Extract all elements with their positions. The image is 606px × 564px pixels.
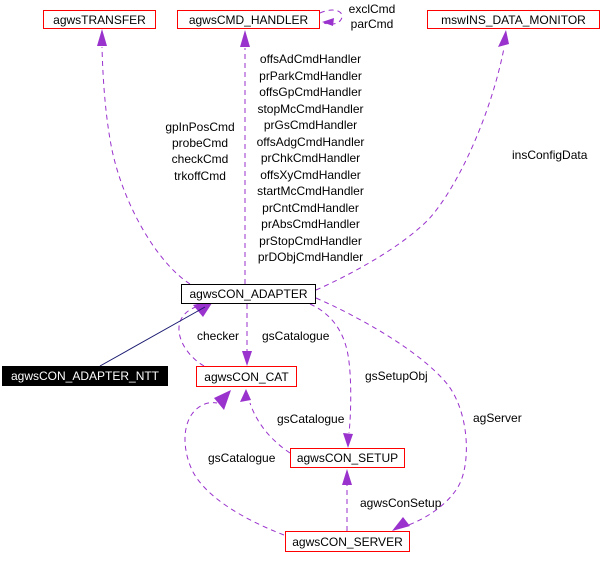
- edge-label-handler: prChkCmdHandler: [260, 151, 361, 165]
- edge-label-gsCatalogue-server: gsCatalogue: [208, 451, 276, 465]
- edge-adapter-to-data-monitor: [315, 47, 505, 291]
- node-agwsCON-ADAPTER-NTT: agwsCON_ADAPTER_NTT: [2, 366, 168, 386]
- edge-label-handler: startMcCmdHandler: [257, 184, 364, 198]
- edge-cat-to-adapter-checker: [178, 305, 205, 367]
- edge-label-insConfigData: insConfigData: [512, 148, 588, 162]
- edge-label-handler: prAbsCmdHandler: [261, 217, 360, 231]
- edge-label-agwsConSetup: agwsConSetup: [360, 496, 442, 510]
- edge-server-to-cat: [184, 402, 285, 536]
- edge-label-handler: prDObjCmdHandler: [257, 250, 364, 264]
- edge-labels-transfer-cmds: gpInPosCmd probeCmd checkCmd trkoffCmd: [158, 119, 242, 184]
- edge-labels-self-loop: exclCmd parCmd: [346, 2, 398, 31]
- node-agwsTRANSFER[interactable]: agwsTRANSFER: [43, 10, 156, 29]
- edge-label-handler: prParkCmdHandler: [259, 68, 362, 83]
- arrowhead-setup-from-adapter: [343, 433, 353, 448]
- node-agwsCON-ADAPTER[interactable]: agwsCON_ADAPTER: [181, 284, 316, 304]
- edge-label-gpInPosCmd: gpInPosCmd: [165, 120, 235, 134]
- edge-label-gsCatalogue-setup: gsCatalogue: [277, 412, 345, 426]
- arrowhead-server: [392, 517, 410, 531]
- edge-label-parCmd: parCmd: [350, 16, 394, 31]
- edge-label-agServer: agServer: [473, 411, 522, 425]
- arrowhead-adapter-checker: [193, 300, 214, 317]
- node-agwsCON-SETUP[interactable]: agwsCON_SETUP: [290, 448, 405, 468]
- arrowhead-cat-from-setup: [240, 389, 251, 402]
- edge-label-handler: stopMcCmdHandler: [257, 101, 364, 116]
- arrowhead-cat-from-adapter: [242, 351, 252, 366]
- edge-label-handler: offsAdgCmdHandler: [256, 134, 365, 149]
- edge-ntt-to-adapter-inheritance: [99, 306, 206, 367]
- node-agwsCON-SERVER[interactable]: agwsCON_SERVER: [285, 531, 410, 552]
- edge-label-checkCmd: checkCmd: [171, 152, 229, 167]
- edge-label-gsSetupObj: gsSetupObj: [365, 369, 428, 383]
- edge-adapter-to-setup: [309, 303, 352, 434]
- edge-label-checker: checker: [197, 329, 240, 343]
- edge-label-probeCmd: probeCmd: [171, 136, 229, 151]
- edge-label-gsCatalogue-adapter: gsCatalogue: [262, 329, 330, 343]
- edge-labels-cmd-handlers: offsAdCmdHandler prParkCmdHandler offsGp…: [238, 51, 383, 266]
- edge-label-handler: prGsCmdHandler: [263, 118, 358, 132]
- edge-label-handler: prCntCmdHandler: [262, 200, 359, 215]
- edge-adapter-to-transfer: [101, 46, 191, 285]
- edge-label-handler: offsXyCmdHandler: [260, 167, 361, 182]
- edge-label-handler: offsAdCmdHandler: [259, 52, 362, 66]
- arrowhead-data-monitor: [498, 30, 509, 47]
- edge-label-handler: prStopCmdHandler: [259, 233, 362, 248]
- arrowhead-transfer: [97, 29, 107, 46]
- arrowhead-cat-from-server: [214, 390, 231, 410]
- arrowhead-cmd-handler: [240, 30, 250, 47]
- arrowhead-setup-from-server: [342, 469, 352, 485]
- edge-label-trkoffCmd: trkoffCmd: [174, 168, 226, 183]
- arrowhead-self-loop: [322, 18, 334, 26]
- edge-setup-to-cat: [249, 402, 291, 454]
- node-agwsCMD-HANDLER[interactable]: agwsCMD_HANDLER: [177, 10, 320, 29]
- edge-label-handler: offsGpCmdHandler: [259, 85, 362, 99]
- node-agwsCON-CAT[interactable]: agwsCON_CAT: [196, 366, 297, 387]
- edge-label-exclCmd: exclCmd: [348, 2, 396, 16]
- node-mswINS-DATA-MONITOR[interactable]: mswINS_DATA_MONITOR: [427, 10, 600, 29]
